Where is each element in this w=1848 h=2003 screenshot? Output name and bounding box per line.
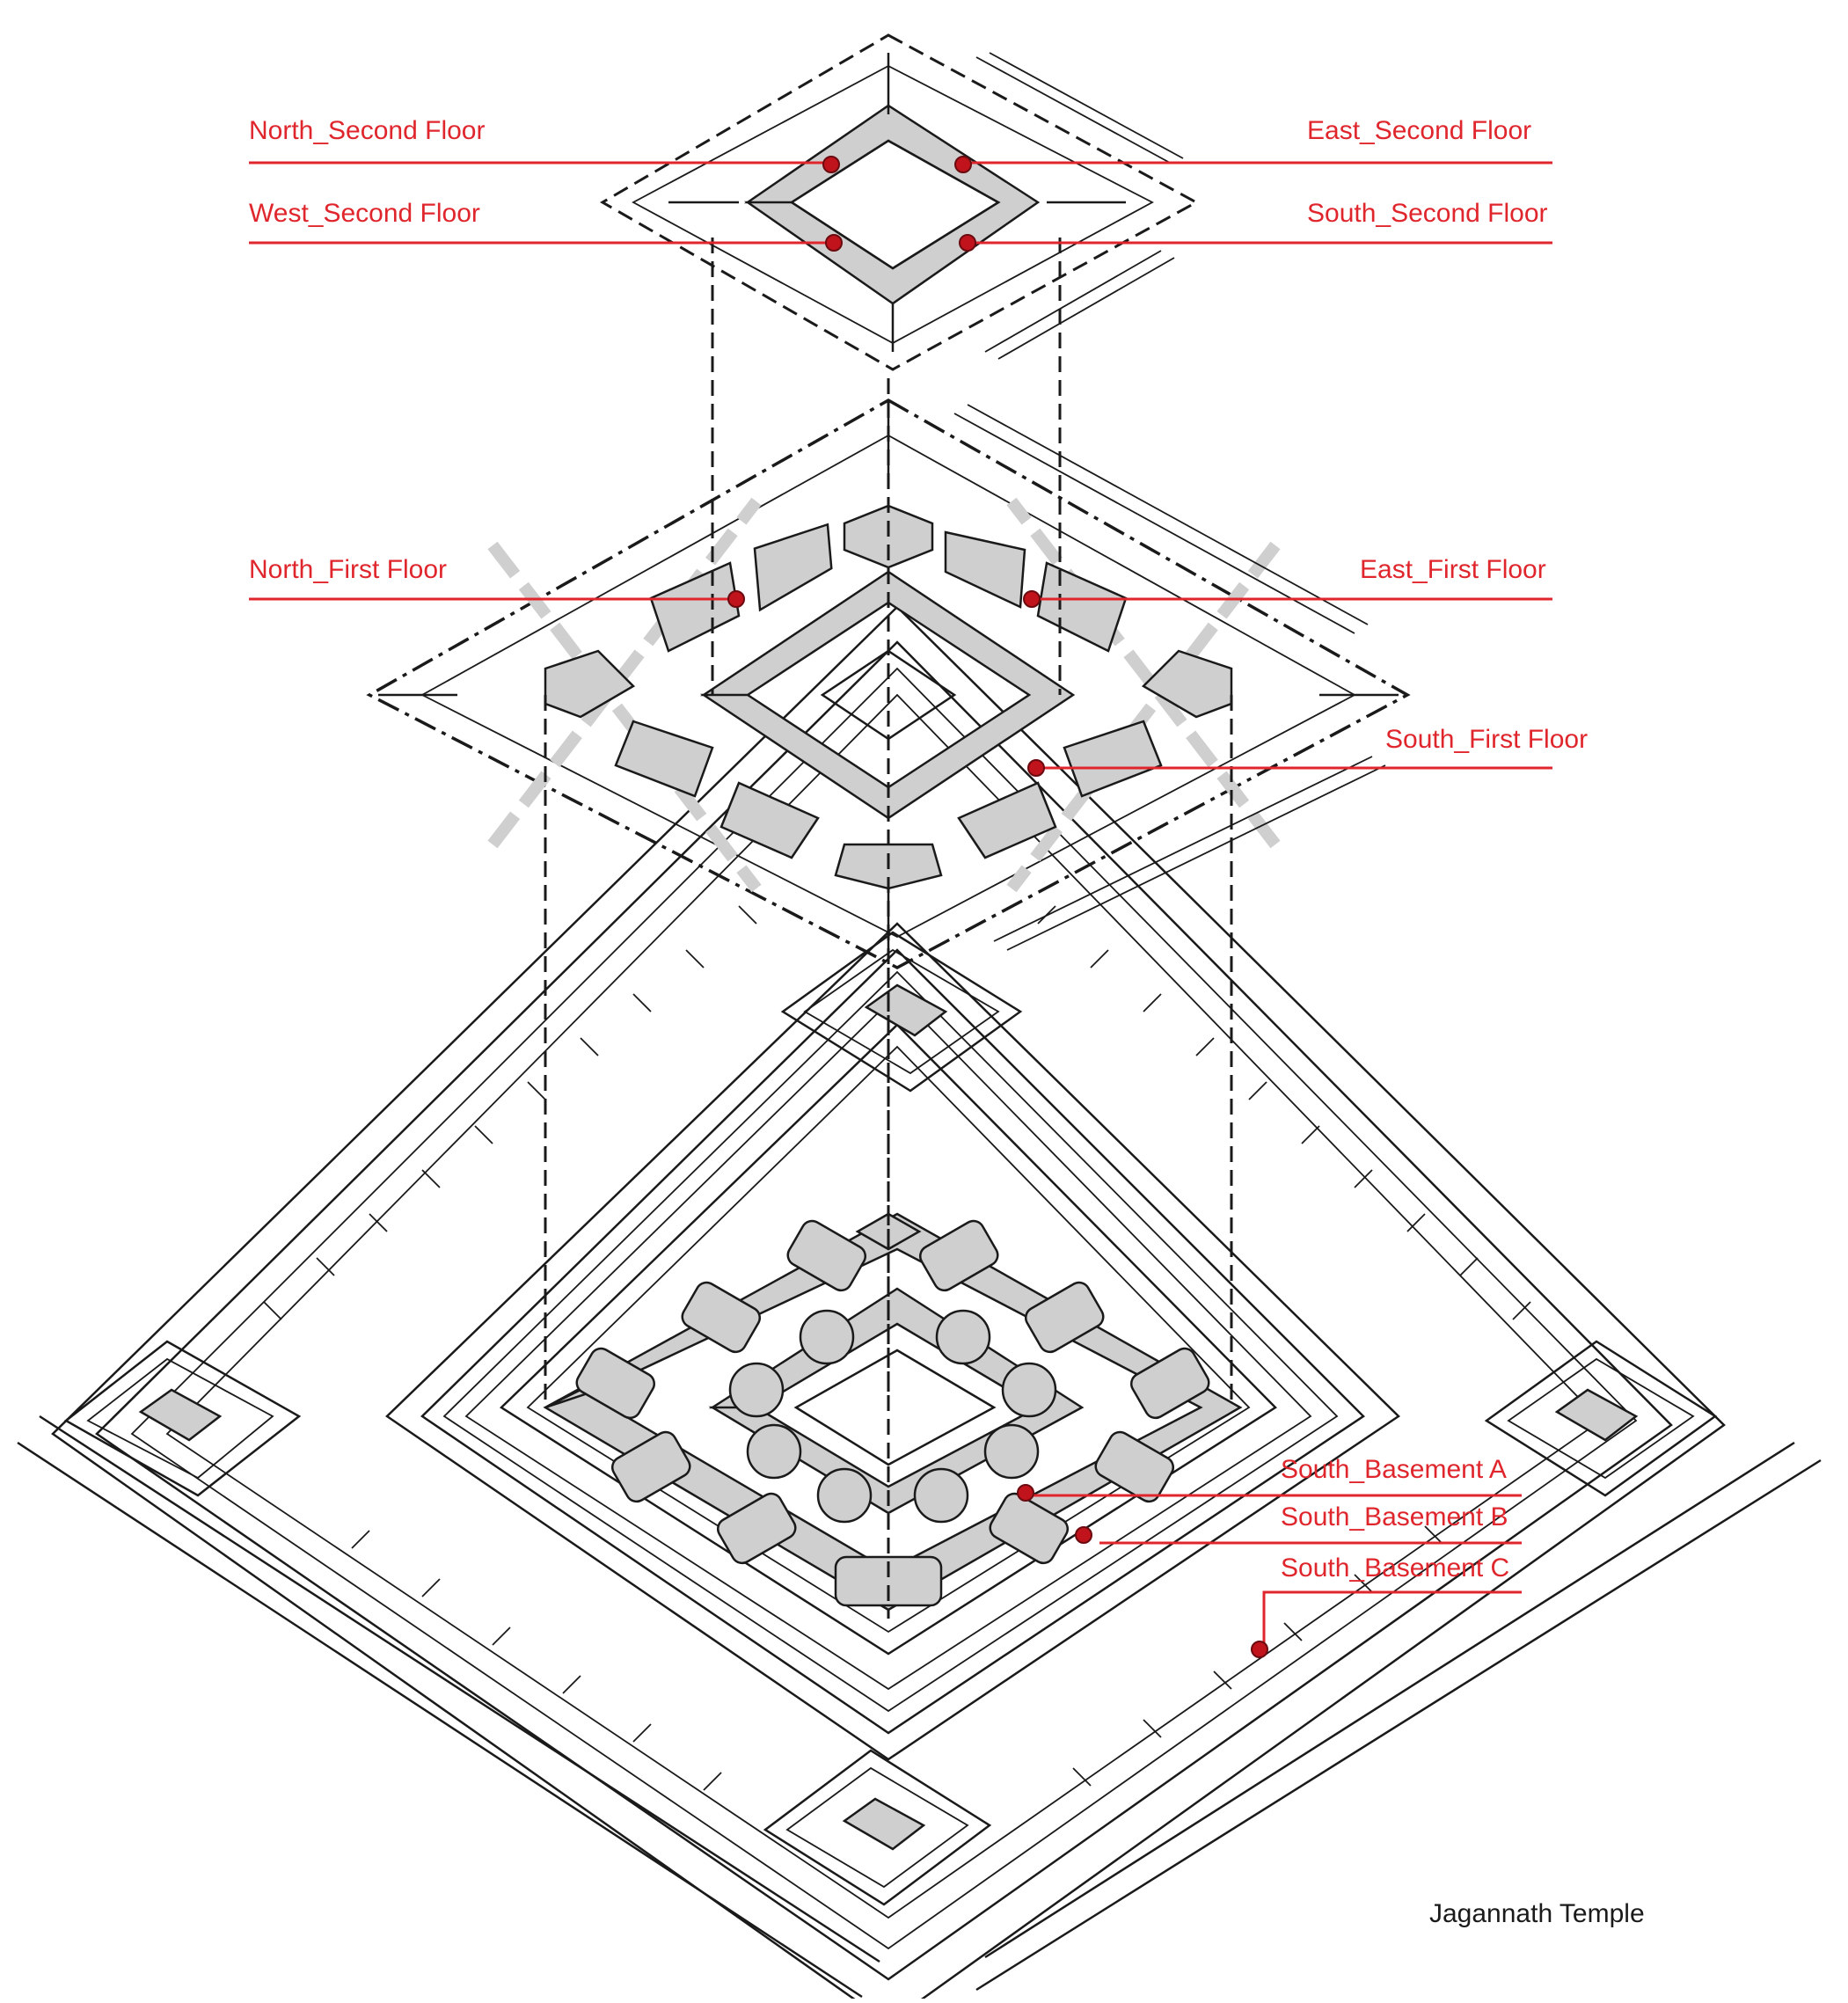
basement-plan	[17, 605, 1822, 2003]
second-floor-plan	[600, 33, 1200, 371]
sensor-labels: North_Second Floor East_Second Floor Wes…	[249, 116, 1588, 1658]
label-south-second: South_Second Floor	[1307, 199, 1548, 228]
sensor-east-first: East_First Floor	[1023, 555, 1552, 608]
corner-pavilion-north	[780, 931, 1023, 1093]
corner-pavilion-south	[763, 1749, 992, 1906]
sensor-south-first: South_First Floor	[1027, 725, 1588, 777]
corner-pavilion-east	[1484, 1340, 1718, 1497]
sensor-east-second: East_Second Floor	[954, 116, 1552, 173]
sensor-south-basement-a: South_Basement A	[1017, 1455, 1522, 1502]
sensor-south-second: South_Second Floor	[959, 199, 1552, 252]
label-south-basement-c: South_Basement C	[1281, 1553, 1509, 1583]
label-south-basement-a: South_Basement A	[1281, 1455, 1507, 1484]
sensor-south-basement-c: South_Basement C	[1251, 1553, 1522, 1658]
sensor-west-second: West_Second Floor	[249, 199, 843, 252]
label-south-basement-b: South_Basement B	[1281, 1502, 1508, 1531]
label-east-second: East_Second Floor	[1307, 116, 1531, 145]
label-north-second: North_Second Floor	[249, 116, 485, 145]
label-north-first: North_First Floor	[249, 555, 447, 584]
caption: Jagannath Temple	[1429, 1899, 1645, 1928]
label-west-second: West_Second Floor	[249, 199, 480, 228]
sensor-south-basement-b: South_Basement B	[1075, 1502, 1522, 1545]
vertical-alignment-lines	[544, 238, 1233, 1619]
label-east-first: East_First Floor	[1360, 555, 1546, 584]
corner-pavilion-west	[63, 1340, 302, 1497]
sensor-north-second: North_Second Floor	[249, 116, 840, 173]
sensor-north-first: North_First Floor	[249, 555, 745, 608]
label-south-first: South_First Floor	[1385, 725, 1588, 754]
